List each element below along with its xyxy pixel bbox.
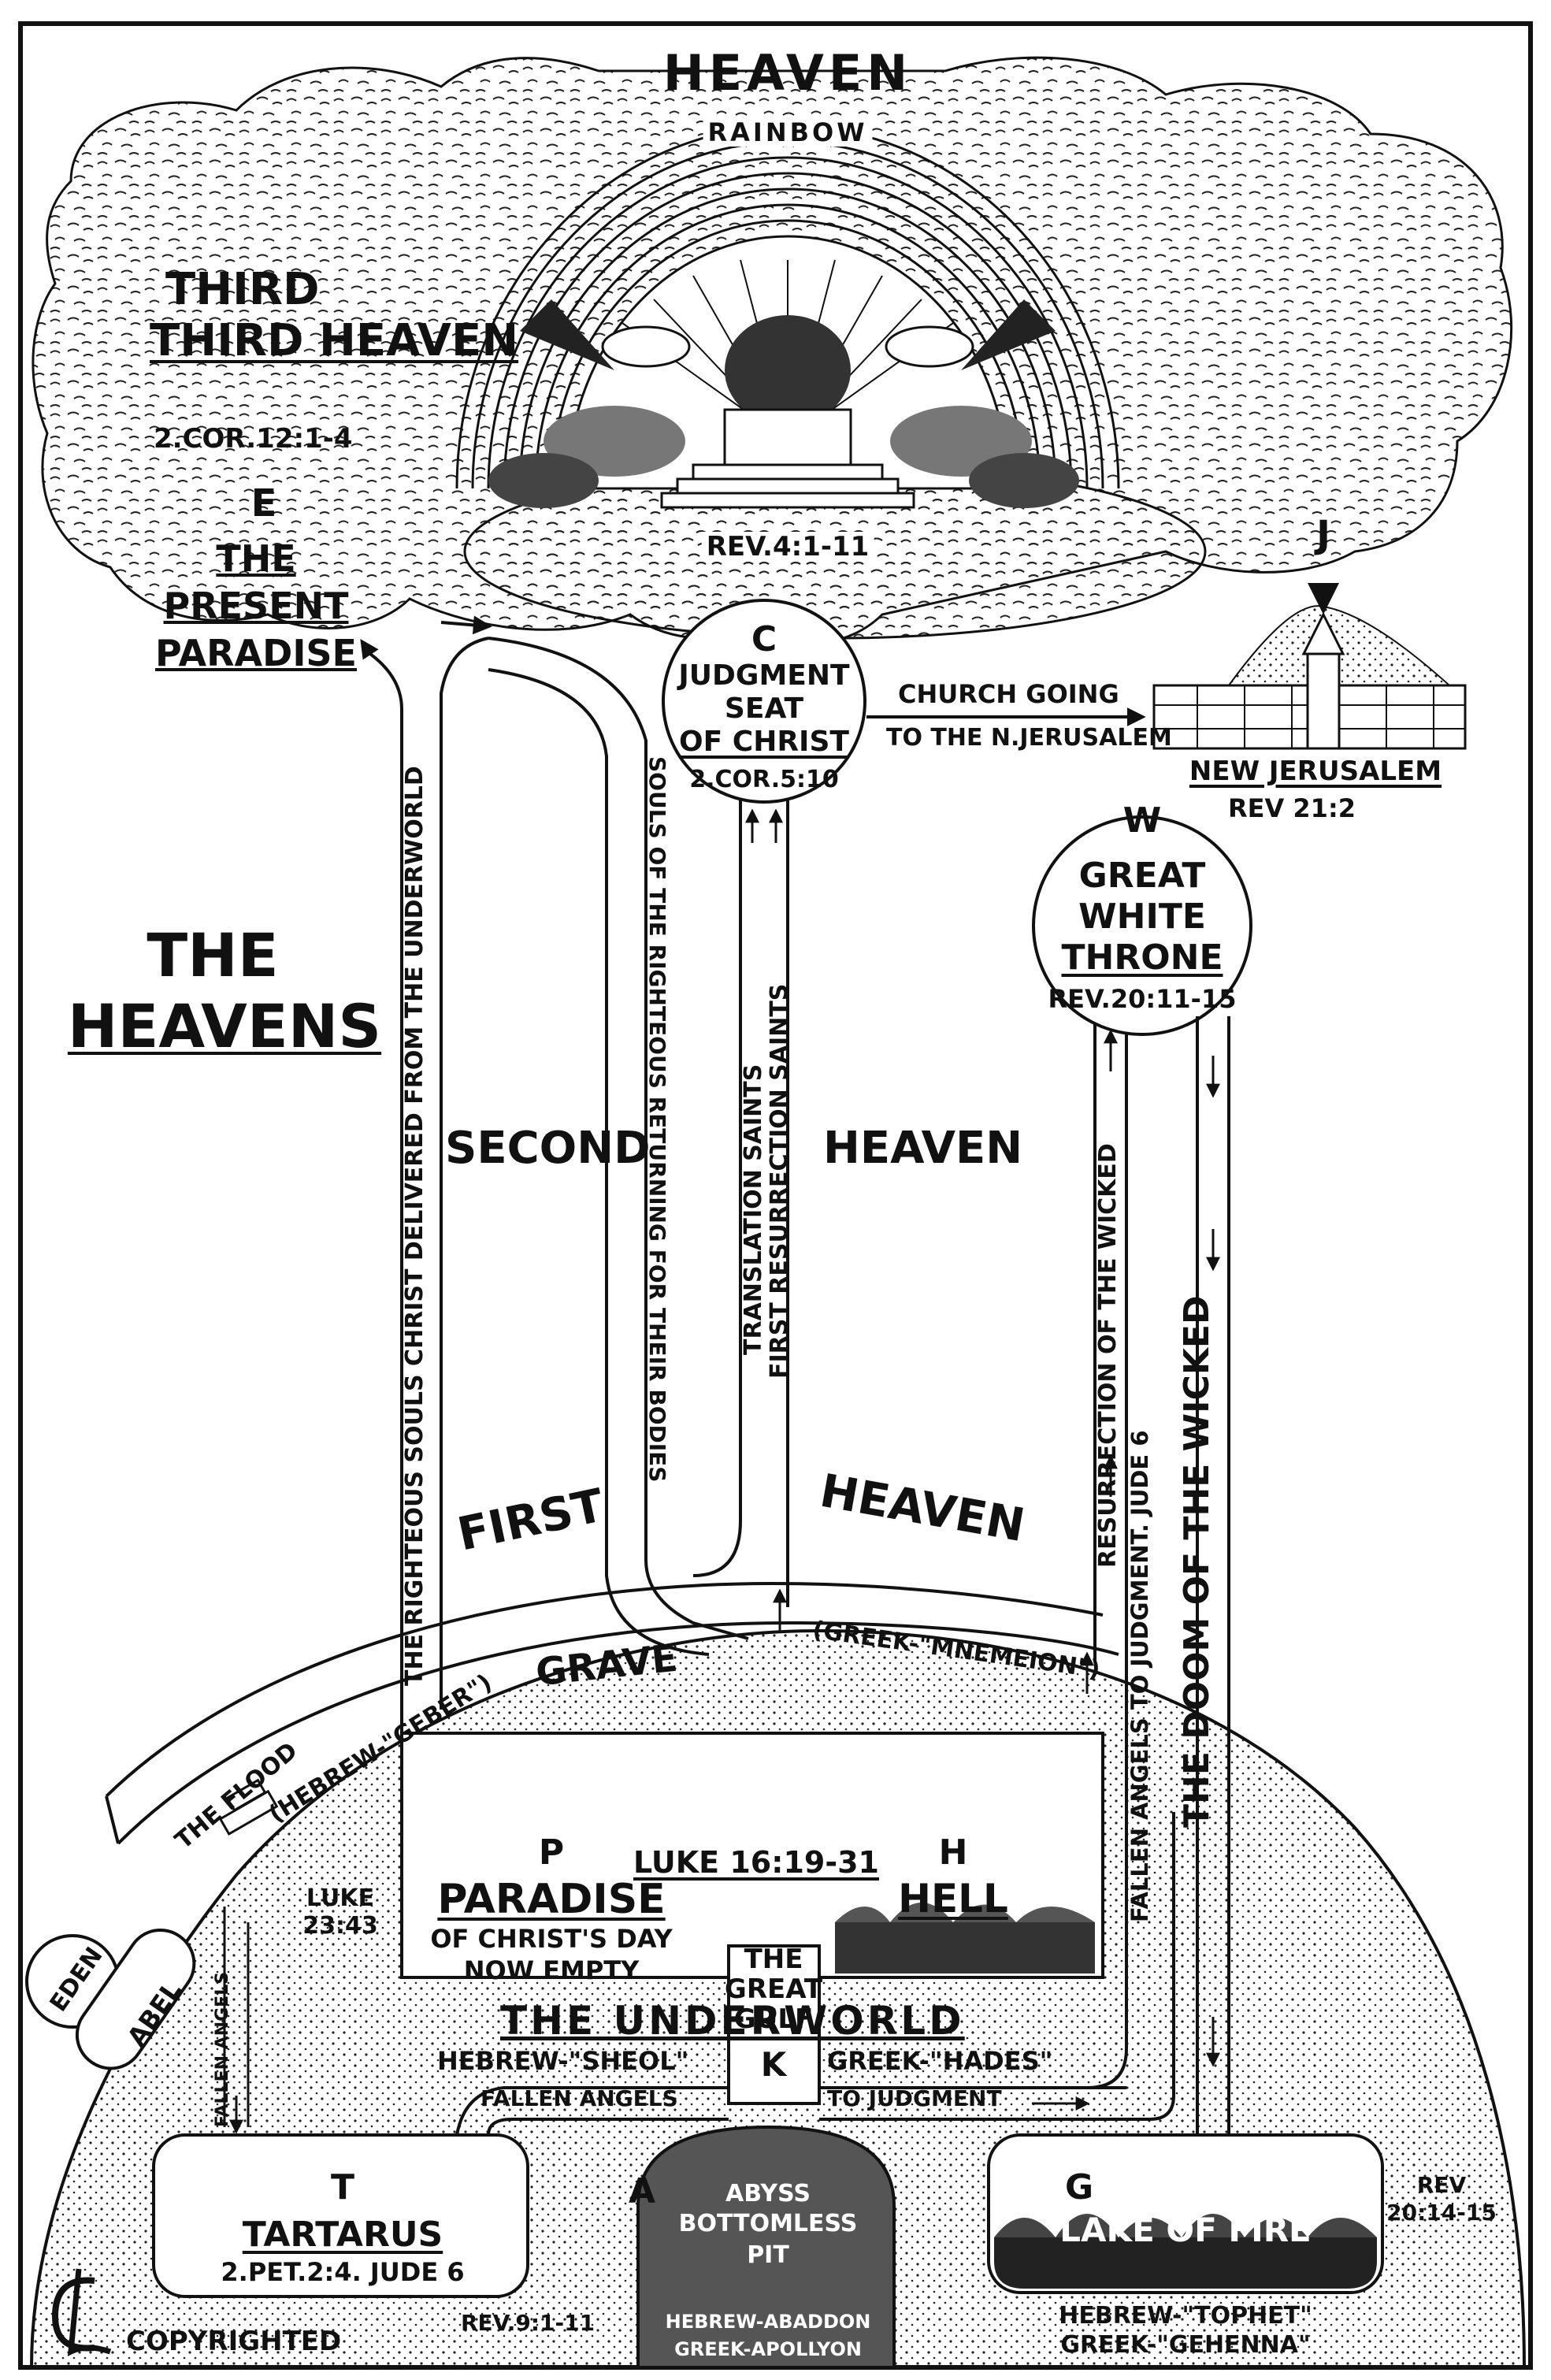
path-fallen-angels-left: FALLEN ANGELS <box>213 1971 232 2127</box>
new-jerusalem-letter: J <box>1316 513 1330 557</box>
underworld-greek: GREEK-"HADES" <box>827 2046 1053 2076</box>
great-white-throne-line1: GREAT <box>1078 856 1206 896</box>
new-jerusalem-label: NEW JERUSALEM <box>1189 756 1442 787</box>
path-doom-wicked: THE DOOM OF THE WICKED <box>1177 1295 1217 1828</box>
lake-of-fire-ref2: 20:14-15 <box>1386 2200 1497 2226</box>
third-heaven-reference: 2.COR.12:1-4 <box>154 423 353 455</box>
the-heavens-line2: HEAVENS <box>67 991 382 1061</box>
tartarus-letter: T <box>330 2167 355 2207</box>
lake-of-fire-ref1: REV <box>1416 2172 1467 2198</box>
new-jerusalem-city <box>1152 583 1467 750</box>
underworld-title: THE UNDERWORLD <box>500 1998 965 2044</box>
copyright-label: COPYRIGHTED <box>126 2326 342 2357</box>
throne-reference: REV.4:1-11 <box>701 532 874 562</box>
tartarus-title: TARTARUS <box>242 2215 443 2255</box>
great-white-throne-reference: REV.20:11-15 <box>1048 984 1237 1014</box>
new-jerusalem-reference: REV 21:2 <box>1228 793 1356 823</box>
great-gulf-line3: GULF <box>733 2003 814 2035</box>
paradise-sub2: NOW EMPTY <box>463 1955 640 1985</box>
judgment-seat-letter: C <box>751 619 777 659</box>
path-first-resurrection: FIRST RESURRECTION SAINTS <box>766 983 793 1379</box>
lake-of-fire-hebrew: HEBREW-"TOPHET" <box>1059 2302 1312 2330</box>
third-heaven-title: THIRD HEAVEN <box>150 315 519 366</box>
great-gulf-line2: GREAT <box>724 1973 823 2005</box>
second-heaven-right: HEAVEN <box>823 1123 1023 1174</box>
paradise-sub1: OF CHRIST'S DAY <box>430 1924 673 1954</box>
paradise-letter-e: E <box>250 481 277 525</box>
the-heavens-line1: THE <box>147 920 279 990</box>
great-gulf-line1: THE <box>744 1944 803 1975</box>
third-heaven-line1: THIRD <box>165 264 320 315</box>
lake-of-fire-greek: GREEK-"GEHENNA" <box>1060 2331 1311 2359</box>
lake-of-fire-title: LAKE OF FIRE <box>1059 2211 1312 2249</box>
judgment-seat-reference: 2.COR.5:10 <box>689 766 839 793</box>
abyss-line5: GREEK-APOLLYON <box>674 2338 862 2360</box>
judgment-seat-line2: SEAT <box>724 692 804 725</box>
path-fallen-angels-judgment: FALLEN ANGELS TO JUDGMENT. JUDE 6 <box>1126 1430 1153 1922</box>
second-heaven-left: SECOND <box>445 1123 651 1174</box>
abyss-pit <box>636 2125 896 2369</box>
abyss-line4: HEBREW-ABADDON <box>665 2311 871 2333</box>
path-translation-saints: TRANSLATION SAINTS <box>740 1064 767 1355</box>
great-white-throne-letter: W <box>1122 800 1162 841</box>
abyss-line2: BOTTOMLESS <box>678 2210 858 2237</box>
paradise-ref2: 23:43 <box>302 1912 378 1940</box>
paradise-title: PARADISE <box>437 1876 666 1923</box>
church-going-line2: TO THE N.JERUSALEM <box>886 724 1172 752</box>
fallen-angels-bottom-left: FALLEN ANGELS <box>481 2085 678 2111</box>
throne-scene <box>488 235 1079 509</box>
great-white-throne-circle <box>1032 815 1252 1036</box>
path-resurrection-wicked: RESURRECTION OF THE WICKED <box>1094 1143 1122 1568</box>
underworld-hebrew: HEBREW-"SHEOL" <box>437 2046 689 2076</box>
great-white-throne-line3: THRONE <box>1061 938 1223 978</box>
lake-of-fire-letter: G <box>1064 2167 1094 2207</box>
path-righteous-delivered: THE RIGHTEOUS SOULS CHRIST DELIVERED FRO… <box>401 766 429 1686</box>
luke-reference: LUKE 16:19-31 <box>633 1845 879 1880</box>
tartarus-reference: 2.PET.2:4. JUDE 6 <box>221 2257 465 2287</box>
great-white-throne-line2: WHITE <box>1078 897 1206 937</box>
paradise-letter: P <box>538 1832 565 1873</box>
abyss-line1: ABYSS <box>725 2180 811 2207</box>
ark-icon <box>218 1778 279 1836</box>
abyss-line3: PIT <box>747 2241 789 2269</box>
abyss-letter: A <box>628 2171 656 2211</box>
hell-letter: H <box>938 1832 968 1873</box>
judgment-seat-line1: JUDGMENT <box>678 659 850 692</box>
great-gulf-letter: K <box>760 2045 787 2084</box>
fallen-angels-bottom-right: TO JUDGMENT <box>827 2085 1002 2111</box>
tartarus-box <box>152 2133 529 2298</box>
church-going-line1: CHURCH GOING <box>898 679 1119 709</box>
rainbow-label: RAINBOW <box>703 118 873 147</box>
path-souls-returning: SOULS OF THE RIGHTEOUS RETURNING FOR THE… <box>644 756 670 1483</box>
judgment-seat-circle <box>662 599 866 804</box>
judgment-seat-line3: OF CHRIST <box>679 726 849 758</box>
cl-logo <box>51 2268 112 2356</box>
abel-pill <box>75 1928 196 2070</box>
paradise-ref1: LUKE <box>306 1884 375 1912</box>
present-paradise-label: THE PRESENT PARADISE <box>155 537 357 674</box>
heaven-title: HEAVEN <box>662 44 913 102</box>
abyss-reference: REV.9:1-11 <box>461 2310 596 2336</box>
great-gulf-column <box>727 1944 821 2105</box>
hell-title: HELL <box>898 1876 1008 1921</box>
